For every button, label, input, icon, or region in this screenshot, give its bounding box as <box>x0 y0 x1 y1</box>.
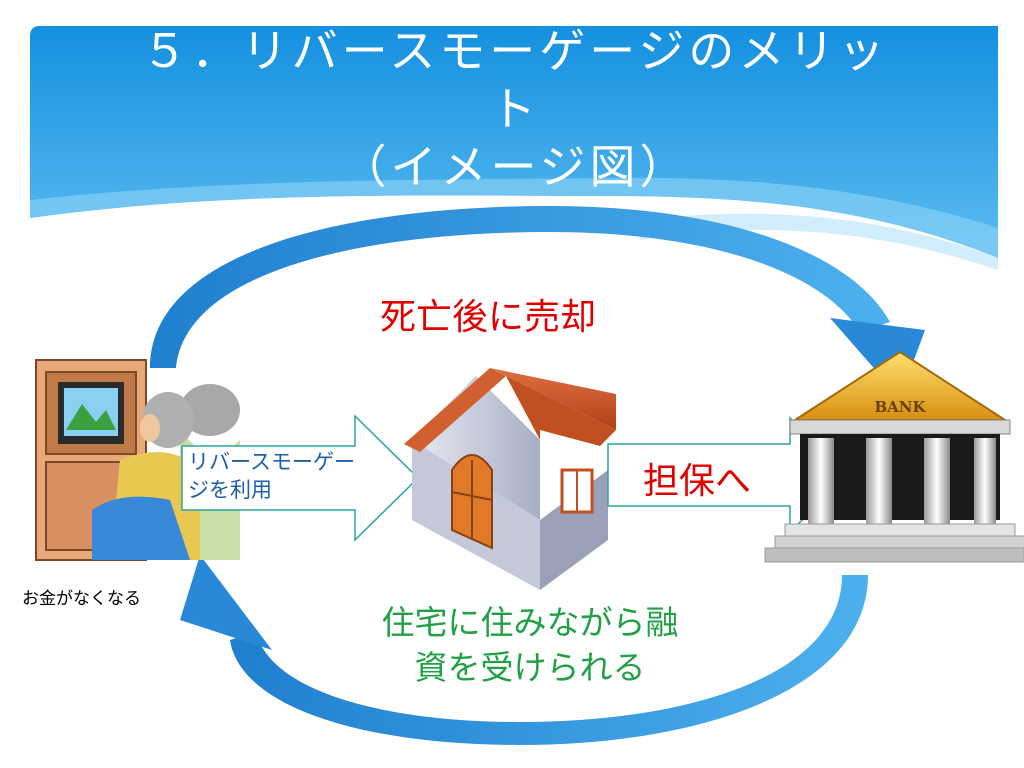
bottom-arc-arrow <box>180 555 868 745</box>
benefit-label: 住宅に住みながら融資を受けられる <box>381 603 679 687</box>
page-title: ５．リバースモーゲージのメリッ ト （イメージ図） <box>30 22 1000 196</box>
title-line-1: ５．リバースモーゲージのメリッ <box>141 24 889 78</box>
sold-after-death-label: 死亡後に売却 <box>380 297 597 338</box>
use-arrow <box>181 414 420 542</box>
use-reverse-mortgage-label: リバースモーゲージを利用 <box>188 450 355 502</box>
no-money-caption: お金がなくなる <box>22 589 141 609</box>
bank-sign: BANK <box>874 398 926 416</box>
house-icon <box>404 368 616 590</box>
bank-building-icon: BANK <box>764 350 1024 563</box>
to-collateral-label: 担保へ <box>642 461 751 502</box>
title-line-2: ト <box>490 82 540 136</box>
title-line-3: （イメージ図） <box>340 140 690 194</box>
